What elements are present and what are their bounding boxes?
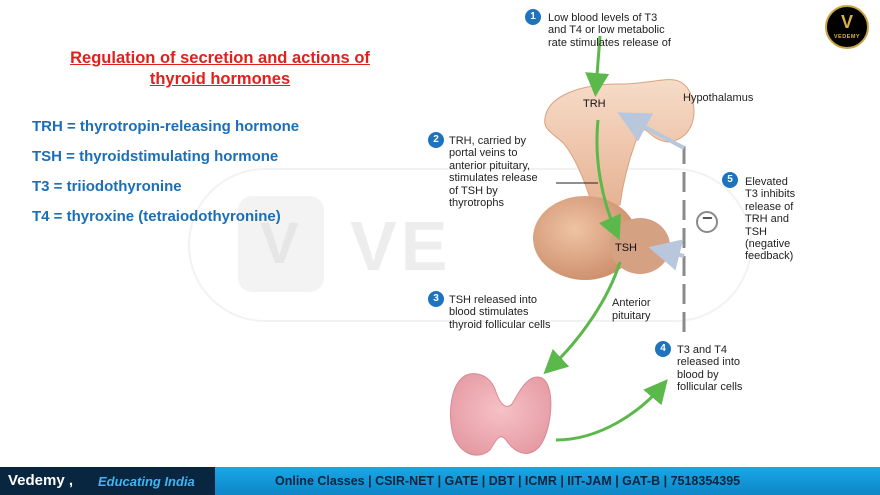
hypothalamus-label: Hypothalamus: [683, 92, 754, 104]
watermark-logo-icon: [238, 196, 324, 292]
step2-line2: portal veins to: [449, 147, 518, 160]
step1-line1: Low blood levels of T3: [548, 12, 658, 24]
step3-line3: thyroid follicular cells: [449, 318, 551, 331]
footer-brand-block: Vedemy , Educating India: [0, 467, 215, 495]
logo-letter: V: [840, 12, 853, 32]
step3-line1: TSH released into: [449, 294, 538, 306]
step-text-1: Low blood levels of T3 and T4 or low met…: [548, 12, 671, 49]
definitions-list: TRH = thyrotropin-releasing hormone TSH …: [32, 118, 299, 238]
slide-title: Regulation of secretion and actions of t…: [40, 48, 400, 90]
watermark: VE: [188, 168, 752, 322]
step2-line4: stimulates release: [449, 172, 538, 185]
inhibit-symbol-circle: [696, 211, 718, 233]
step-text-3: TSH released into blood stimulates thyro…: [449, 294, 550, 331]
vedemy-logo: V VEDEMY: [825, 5, 869, 49]
anterior-pituitary-label: Anterior pituitary: [612, 297, 651, 323]
step4-line2: released into: [677, 356, 740, 369]
hypothalamus-shape: [544, 79, 695, 206]
step5-line5: TSH: [745, 225, 767, 238]
step4-line3: blood by: [677, 368, 719, 381]
step2-line6: thyrotrophs: [449, 197, 505, 210]
trh-release-arrow: [585, 35, 610, 97]
anterior-pituitary-label-line2: pituitary: [612, 310, 651, 322]
step5-line4: TRH and: [745, 213, 790, 226]
step5-line7: feedback): [745, 250, 794, 263]
footer-bar: Vedemy , Educating India Online Classes …: [0, 467, 880, 495]
step-badge-4: 4: [655, 341, 671, 357]
step-text-4: T3 and T4 released into blood by follicu…: [677, 344, 742, 394]
step2-line5: of TSH by: [449, 184, 498, 197]
step4-line1: T3 and T4: [677, 344, 727, 356]
trh-portal-arrow: [595, 119, 621, 241]
step5-line3: release of: [745, 200, 794, 213]
inhibit-pituitary-arrow: [648, 239, 685, 271]
slide-title-line1: Regulation of secretion and actions of: [70, 49, 370, 67]
logo-text: VEDEMY: [833, 34, 861, 40]
tsh-label: TSH: [615, 242, 637, 254]
step5-line6: (negative: [745, 238, 791, 251]
step-badge-2: 2: [428, 132, 444, 148]
step5-line2: T3 inhibits: [745, 188, 796, 201]
anterior-pituitary-label-line1: Anterior: [612, 297, 651, 309]
tsh-to-thyroid-arrow: [543, 261, 622, 375]
step1-line3: rate stimulates release of: [548, 36, 671, 49]
step1-line2: and T4 or low metabolic: [548, 24, 665, 37]
definition-tsh: TSH = thyroidstimulating hormone: [32, 148, 279, 165]
definition-trh: TRH = thyrotropin-releasing hormone: [32, 118, 300, 135]
footer-tagline: Educating India: [98, 474, 195, 489]
step3-line2: blood stimulates: [449, 306, 529, 319]
step2-line1: TRH, carried by: [449, 135, 527, 147]
step4-line4: follicular cells: [677, 381, 743, 394]
step-badge-1: 1: [525, 9, 541, 25]
footer-courses: Online Classes | CSIR-NET | GATE | DBT |…: [275, 474, 741, 488]
inhibit-symbol: −: [702, 208, 713, 228]
definition-t4: T4 = thyroxine (tetraiodothyronine): [32, 208, 281, 225]
trh-label: TRH: [583, 98, 606, 110]
slide-title-line2: thyroid hormones: [149, 70, 291, 88]
footer-brand-name: Vedemy ,: [8, 472, 74, 489]
step-text-2: TRH, carried by portal veins to anterior…: [449, 135, 538, 209]
inhibit-hypothalamus-arrow: [617, 112, 685, 150]
thyroid-regulation-diagram: [449, 35, 718, 456]
step2-line3: anterior pituitary,: [449, 159, 531, 172]
step-text-5: Elevated T3 inhibits release of TRH and …: [745, 176, 795, 263]
step-badge-5: 5: [722, 172, 738, 188]
thyroid-gland: [449, 373, 552, 456]
definition-t3: T3 = triiodothyronine: [32, 178, 182, 195]
step5-line1: Elevated: [745, 176, 788, 188]
t3-t4-release-arrow: [555, 379, 668, 442]
step-badge-3: 3: [428, 291, 444, 307]
watermark-text: VE: [350, 207, 452, 285]
